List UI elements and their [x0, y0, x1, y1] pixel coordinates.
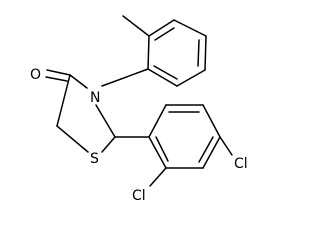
tolyl-group [101, 15, 207, 87]
nitrogen-label: N [90, 90, 100, 106]
aryl-double-3 [155, 136, 169, 162]
aryl-double-2 [198, 136, 214, 163]
dichlorophenyl-group [114, 104, 233, 187]
tolyl-double-2 [197, 39, 200, 67]
tolyl-double-3 [153, 65, 178, 80]
aryl-bond-1 [148, 104, 167, 138]
aryl-bond-6 [148, 136, 167, 169]
bond-c5-c4 [56, 74, 71, 127]
bond-s1-c5 [56, 125, 89, 153]
bond-c4-o-outer [46, 69, 71, 76]
sulfur-label: S [90, 151, 99, 167]
tolyl-bond-5 [176, 69, 206, 87]
bond-c4-o-inner [45, 76, 68, 82]
bond-c2-s1 [101, 136, 116, 153]
tolyl-bond-6 [147, 68, 178, 87]
chlorine-para-label: Cl [234, 156, 248, 172]
tolyl-bond-2 [148, 19, 175, 37]
aryl-bond-3 [202, 104, 221, 138]
bond-n3-c2 [95, 104, 116, 138]
bond-c-cl-para [219, 136, 233, 156]
bond-c4-n3 [69, 74, 88, 89]
aryl-bond-4 [202, 136, 221, 169]
tolyl-double-1 [154, 27, 175, 41]
carbonyl-group [45, 69, 71, 82]
tolyl-bond-1 [147, 35, 150, 70]
bond-c-cl-ortho [149, 167, 167, 187]
bond-n3-tolyl-ipso [101, 68, 149, 87]
tolyl-bond-3 [173, 19, 207, 37]
methyl-bond [122, 15, 150, 37]
chemical-structure-diagram: O N S Cl Cl [30, 15, 248, 204]
chlorine-ortho-label: Cl [132, 188, 146, 204]
oxygen-label: O [30, 67, 41, 83]
thiazolidinone-ring [56, 74, 116, 153]
tolyl-bond-4 [204, 35, 207, 71]
